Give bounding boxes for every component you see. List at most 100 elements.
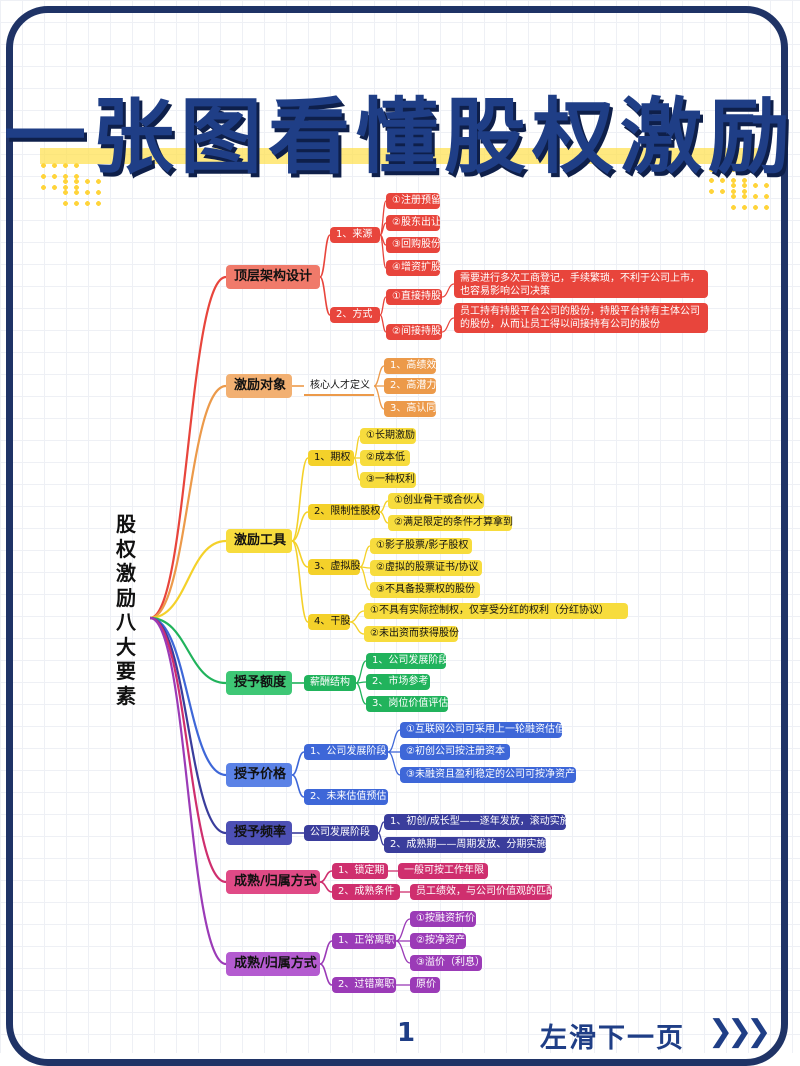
connector-line [319, 234, 331, 278]
leaf-node: ③一种权利 [360, 472, 416, 488]
leaf-node: ②未出资而获得股份 [364, 626, 459, 642]
leaf-node: 一般可按工作年限 [398, 863, 488, 879]
sub-node: 1、公司发展阶段 [304, 744, 388, 760]
leaf-node: ②成本低 [360, 450, 410, 466]
connector-line [291, 751, 305, 776]
branch-node: 授予额度 [226, 671, 292, 695]
branch-node: 成熟/归属方式 [226, 870, 320, 894]
leaf-node: ①创业骨干或合伙人 [388, 493, 484, 509]
connector-line [379, 314, 387, 333]
leaf-node: ①互联网公司可采用上一轮融资估值 [400, 722, 565, 738]
connector-line [149, 616, 227, 966]
connector-line [379, 296, 387, 316]
connector-line [349, 610, 365, 623]
mindmap-root: 股权激励八大要素 [116, 512, 136, 708]
connector-line [149, 616, 227, 777]
leaf-node: ③回购股份 [386, 237, 441, 253]
connector-line [355, 682, 367, 705]
leaf-node: ②间接持股 [386, 324, 442, 340]
connector-line [441, 317, 455, 333]
sub-node: 薪酬结构 [304, 675, 356, 691]
connector-line [441, 283, 455, 298]
connector-line [149, 275, 227, 620]
sub-node: 2、成熟条件 [332, 884, 400, 900]
leaf-node: ①注册预留 [386, 193, 441, 209]
title-shadow: 一张图看懂股权激励 [6, 94, 799, 189]
sub-node: 4、干股 [308, 614, 350, 630]
leaf-node: 员工绩效，与公司价值观的匹配 [410, 884, 556, 900]
connector-line [353, 457, 361, 481]
note-node: 员工持有持股平台公司的股份，持股平台持有主体公司的股份，从而让员工得以间接持有公… [454, 303, 708, 333]
leaf-node: 2、高潜力 [384, 378, 436, 394]
connector-line [379, 500, 389, 513]
leaf-node: 1、公司发展阶段 [366, 653, 448, 669]
sub-node: 1、锁定期 [332, 863, 388, 879]
next-page-link[interactable]: 左滑下一页 [540, 1023, 685, 1054]
connector-line [319, 870, 333, 883]
leaf-node: ①直接持股 [386, 289, 442, 305]
branch-underline [304, 394, 374, 396]
leaf-node: ③不具备投票权的股份 [370, 582, 480, 598]
leaf-node: ②初创公司按注册资本 [400, 744, 510, 760]
branch-node: 激励工具 [226, 529, 292, 553]
leaf-node: ③未融资且盈利稳定的公司可按净资产 [400, 767, 576, 783]
connector-line [319, 940, 333, 965]
connector-line [359, 566, 371, 591]
leaf-node: ②股东出让 [386, 215, 441, 231]
title-highlight [40, 148, 760, 164]
leaf-node: 2、市场参考 [366, 674, 430, 690]
connector-line [379, 234, 387, 269]
leaf-node: ④增资扩股 [386, 260, 441, 276]
branch-node: 授予频率 [226, 821, 292, 845]
chevron-right-icon[interactable]: ❯❯❯ [708, 1014, 771, 1049]
leaf-node: ①长期激励 [360, 428, 416, 444]
leaf-node: ②虚拟的股票证书/协议 [370, 560, 482, 576]
connector-line [355, 660, 367, 684]
connector-line [291, 540, 309, 623]
connector-line [291, 457, 309, 542]
connector-line [377, 832, 385, 846]
sub-node: 2、过错离职 [332, 977, 396, 993]
sub-node: 1、来源 [330, 227, 380, 243]
connector-line [149, 384, 227, 620]
connector-line [349, 621, 365, 635]
leaf-node: 1、初创/成长型——逐年发放，滚动实施 [384, 814, 570, 830]
leaf-node: 3、高认同 [384, 401, 436, 417]
leaf-node: ②满足限定的条件才算拿到 [388, 515, 513, 531]
sub-node: 2、未来估值预估 [304, 789, 388, 805]
connector-line [395, 918, 411, 942]
sub-node: 1、正常离职 [332, 933, 396, 949]
connector-line [291, 511, 309, 542]
sub-node: 2、限制性股权 [308, 504, 380, 520]
connector-line [387, 729, 401, 753]
leaf-node: 3、岗位价值评估 [366, 696, 448, 712]
connector-line [319, 963, 333, 986]
sub-node: 核心人才定义 [310, 380, 370, 391]
leaf-node: 1、高绩效 [384, 358, 436, 374]
connector-line [319, 881, 333, 893]
connector-line [291, 774, 305, 798]
branch-node: 成熟/归属方式 [226, 952, 320, 976]
leaf-node: ①按融资折价 [410, 911, 476, 927]
connector-line [149, 616, 227, 685]
page-title: 一张图看懂股权激励 [3, 90, 796, 185]
sub-node: 1、期权 [308, 450, 354, 466]
branch-node: 激励对象 [226, 374, 292, 398]
sub-node: 2、方式 [330, 307, 380, 323]
sub-node: 公司发展阶段 [304, 825, 378, 841]
leaf-node: 原价 [410, 977, 440, 993]
connector-line [395, 940, 411, 964]
leaf-node: ②按净资产 [410, 933, 466, 949]
sparkle-icon [728, 180, 772, 210]
branch-node: 授予价格 [226, 763, 292, 787]
sparkle-icon [60, 176, 104, 206]
connector-line [149, 616, 227, 884]
leaf-node: 2、成熟期——周期发放、分期实施 [384, 837, 546, 853]
leaf-node: ③溢价（利息） [410, 955, 485, 971]
branch-node: 顶层架构设计 [226, 265, 320, 289]
connector-line [387, 751, 401, 776]
sub-node: 3、虚拟股 [308, 559, 360, 575]
connector-line [379, 511, 389, 524]
connector-line [359, 545, 371, 568]
connector-line [319, 276, 331, 316]
